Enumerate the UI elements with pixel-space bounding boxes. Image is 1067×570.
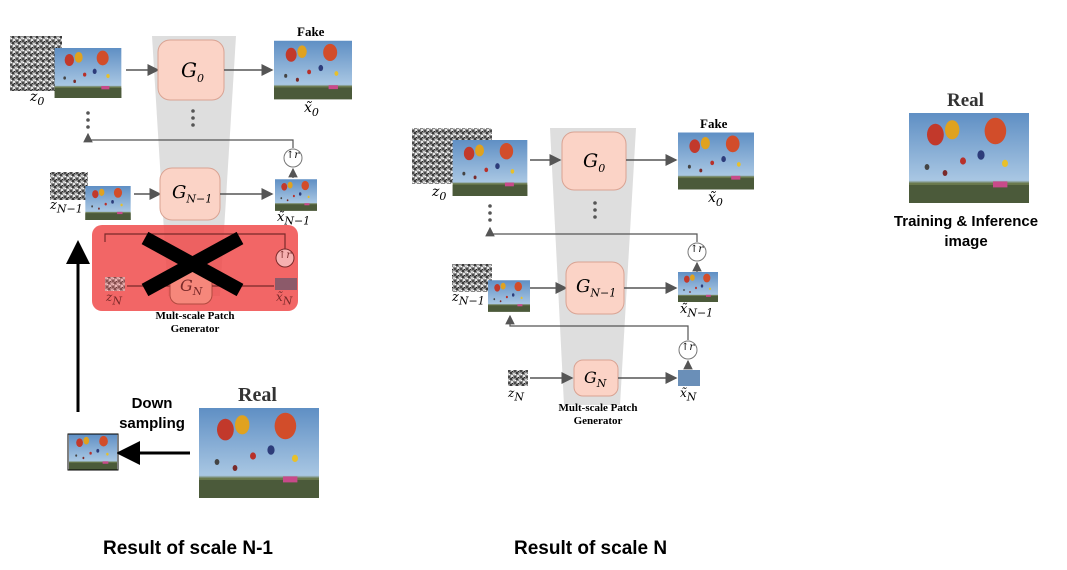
dots-left-3: [86, 125, 90, 129]
z0-label-left: z0: [30, 89, 45, 108]
dots-mid-left-1: [191, 109, 195, 113]
gn-label-left: GN: [180, 276, 203, 299]
panel-scale-n: [412, 128, 754, 405]
upsample-label-left: ↑r: [286, 150, 300, 161]
upsample-label-middle-1: ↑r: [690, 244, 704, 255]
gn1-label-middle: GN−1: [576, 276, 617, 300]
feedback-line-middle-2: [505, 314, 689, 340]
noise-z0-left: [10, 36, 62, 91]
noise-zn-left: [105, 277, 125, 291]
image-xn-left: [275, 278, 297, 290]
image-downsampled: [69, 434, 117, 470]
image-xn1-middle: [678, 272, 718, 302]
zn-label-left: zN: [106, 290, 122, 308]
xn1-label-middle: x̃N−1: [680, 302, 714, 320]
feedback-line-left: [83, 132, 294, 148]
real-label-right: Real: [947, 90, 984, 111]
image-real-right: [909, 113, 1029, 203]
noise-zn-middle: [508, 370, 528, 386]
panel-scale-n-minus-1: [10, 36, 352, 498]
upsample-middle-2: [678, 340, 698, 360]
dots-mid-left-3: [191, 123, 195, 127]
noise-zn1-middle: [452, 264, 492, 292]
image-real-left: [199, 408, 319, 498]
x0-label-middle: x̃0: [708, 190, 723, 209]
image-downsampled-border: [67, 433, 119, 471]
image-z0-left: [54, 48, 122, 98]
fake-label-left: Fake: [297, 24, 325, 39]
fake-label-middle: Fake: [700, 116, 728, 131]
upsample-middle-1: [687, 242, 707, 262]
dots-left-2: [86, 118, 90, 122]
g0-label-left: G0: [181, 58, 204, 85]
real-label-left: Real: [238, 384, 277, 406]
zn-label-middle: zN: [508, 386, 524, 404]
image-x0-left: [274, 40, 352, 100]
image-xn1-left: [275, 179, 317, 211]
panel-reference: [909, 113, 1029, 203]
removed-x-stroke-2: [141, 231, 244, 297]
x0-label-left: x̃0: [304, 100, 319, 119]
dots-left-1: [86, 111, 90, 115]
gn-label-middle: GN: [584, 368, 607, 391]
image-zn1-middle: [488, 280, 530, 312]
generator-g0-middle: [561, 131, 627, 191]
dots-m-2: [488, 211, 492, 215]
upsample-label-removed: ↑r: [278, 250, 292, 261]
feedback-line-removed: [104, 233, 286, 250]
zn1-label-middle: zN−1: [452, 290, 485, 308]
dots-m-3: [488, 218, 492, 222]
dots-m-1: [488, 204, 492, 208]
upsample-removed: [275, 248, 295, 268]
upsample-label-middle-2: ↑r: [681, 342, 695, 353]
xn-label-middle: x̃N: [680, 386, 697, 404]
dots-mm-2: [593, 208, 597, 212]
caption-scale-n: Result of scale N: [514, 538, 668, 559]
dots-mm-1: [593, 201, 597, 205]
g0-label-middle: G0: [583, 150, 606, 175]
zn1-label-left: zN−1: [50, 198, 83, 216]
dots-mm-3: [593, 215, 597, 219]
xn-label-left: x̃N: [276, 290, 293, 308]
dots-mid-left-2: [191, 116, 195, 120]
caption-scale-n-minus-1: Result of scale N-1: [103, 538, 273, 559]
feedback-line-middle-1: [485, 226, 698, 242]
gn1-label-left: GN−1: [172, 182, 213, 206]
upsample-left-1: [283, 148, 303, 168]
xn1-label-left: x̃N−1: [277, 210, 311, 228]
image-z0-middle: [452, 140, 528, 196]
image-zn1-left: [85, 186, 131, 220]
image-x0-middle: [678, 132, 754, 190]
image-xn-middle: [678, 370, 700, 386]
noise-zn1-left: [50, 172, 88, 200]
z0-label-middle: z0: [432, 184, 447, 203]
